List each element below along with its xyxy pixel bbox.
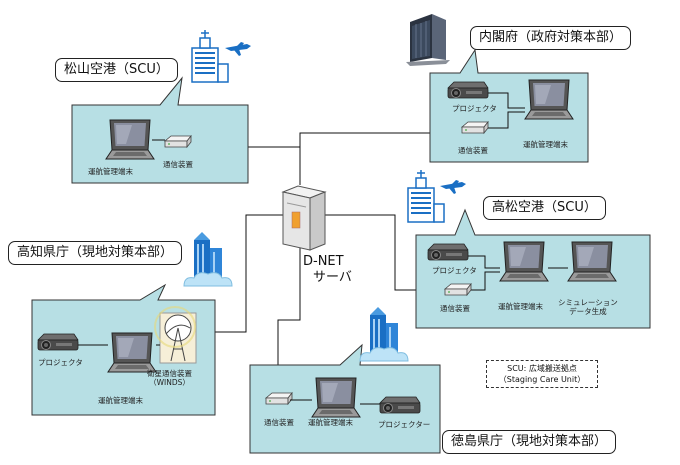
- panel-cabinet: [429, 48, 589, 163]
- laptop-icon: [567, 241, 617, 282]
- site-title-matsuyama: 松山空港（SCU）: [55, 58, 178, 82]
- caption-terminal: 運航管理端末: [308, 418, 353, 427]
- comm-device-icon: [265, 392, 293, 405]
- caption-simulation: シミュレーション データ生成: [558, 298, 618, 316]
- link-cabinet: [299, 132, 444, 185]
- site-title-takamatsu: 高松空港（SCU）: [483, 196, 606, 220]
- legend-line1: SCU: 広域搬送拠点: [507, 364, 577, 373]
- server-label: D-NET サーバ: [303, 254, 352, 286]
- caption-terminal: 運航管理端末: [88, 167, 133, 176]
- government-tower-icon: [406, 14, 450, 66]
- caption-comm: 通信装置: [458, 146, 488, 155]
- comm-device-icon: [444, 283, 472, 296]
- office-building-icon: [183, 231, 233, 287]
- server-label-line2: サーバ: [313, 270, 352, 285]
- projector-icon: [427, 243, 469, 261]
- caption-comm: 通信装置: [163, 160, 193, 169]
- caption-satellite-line2: （WINDS）: [149, 378, 190, 387]
- caption-terminal: 運航管理端末: [498, 302, 543, 311]
- satellite-icon: [154, 306, 197, 364]
- panel-tokushima: [249, 343, 441, 454]
- caption-comm: 通信装置: [440, 304, 470, 313]
- laptop-icon: [105, 119, 155, 160]
- laptop-icon: [311, 377, 361, 418]
- airport-building-icon: [407, 169, 445, 223]
- caption-simulation-line1: シミュレーション: [558, 298, 618, 307]
- caption-projector: プロジェクター: [378, 420, 431, 429]
- panel-takamatsu: [415, 208, 651, 329]
- panel-kochi: [31, 283, 216, 416]
- network-lines: [192, 132, 445, 401]
- office-building-icon: [359, 306, 409, 362]
- caption-satellite-line1: 衛星通信装置: [147, 369, 192, 378]
- legend-box: SCU: 広域搬送拠点 （Staging Care Unit）: [486, 360, 598, 388]
- caption-satellite: 衛星通信装置 （WINDS）: [147, 369, 192, 387]
- caption-simulation-line2: データ生成: [569, 307, 607, 316]
- panel-matsuyama: [71, 76, 249, 184]
- projector-icon: [379, 396, 421, 414]
- caption-comm: 通信装置: [264, 418, 294, 427]
- server-icon: [281, 185, 327, 251]
- caption-terminal: 運航管理端末: [98, 396, 143, 405]
- caption-projector: プロジェクタ: [38, 358, 83, 367]
- laptop-icon: [499, 241, 549, 282]
- caption-projector: プロジェクタ: [452, 104, 497, 113]
- legend-line2: （Staging Care Unit）: [498, 375, 586, 384]
- site-title-kochi: 高知県庁（現地対策本部）: [8, 241, 183, 265]
- caption-terminal: 運航管理端末: [523, 140, 568, 149]
- site-title-cabinet: 内閣府（政府対策本部）: [470, 26, 632, 50]
- comm-device-icon: [164, 135, 192, 148]
- caption-projector: プロジェクタ: [432, 266, 477, 275]
- airport-building-icon: [191, 29, 229, 83]
- site-title-tokushima: 徳島県庁（現地対策本部）: [442, 430, 617, 454]
- link-kochi: [202, 214, 283, 333]
- airplane-icon: [225, 42, 251, 56]
- laptop-icon: [524, 79, 574, 120]
- comm-device-icon: [461, 121, 489, 134]
- projector-icon: [37, 333, 79, 351]
- airplane-icon: [440, 180, 466, 194]
- projector-icon: [447, 81, 489, 99]
- laptop-icon: [107, 332, 157, 373]
- server-label-line1: D-NET: [303, 254, 344, 269]
